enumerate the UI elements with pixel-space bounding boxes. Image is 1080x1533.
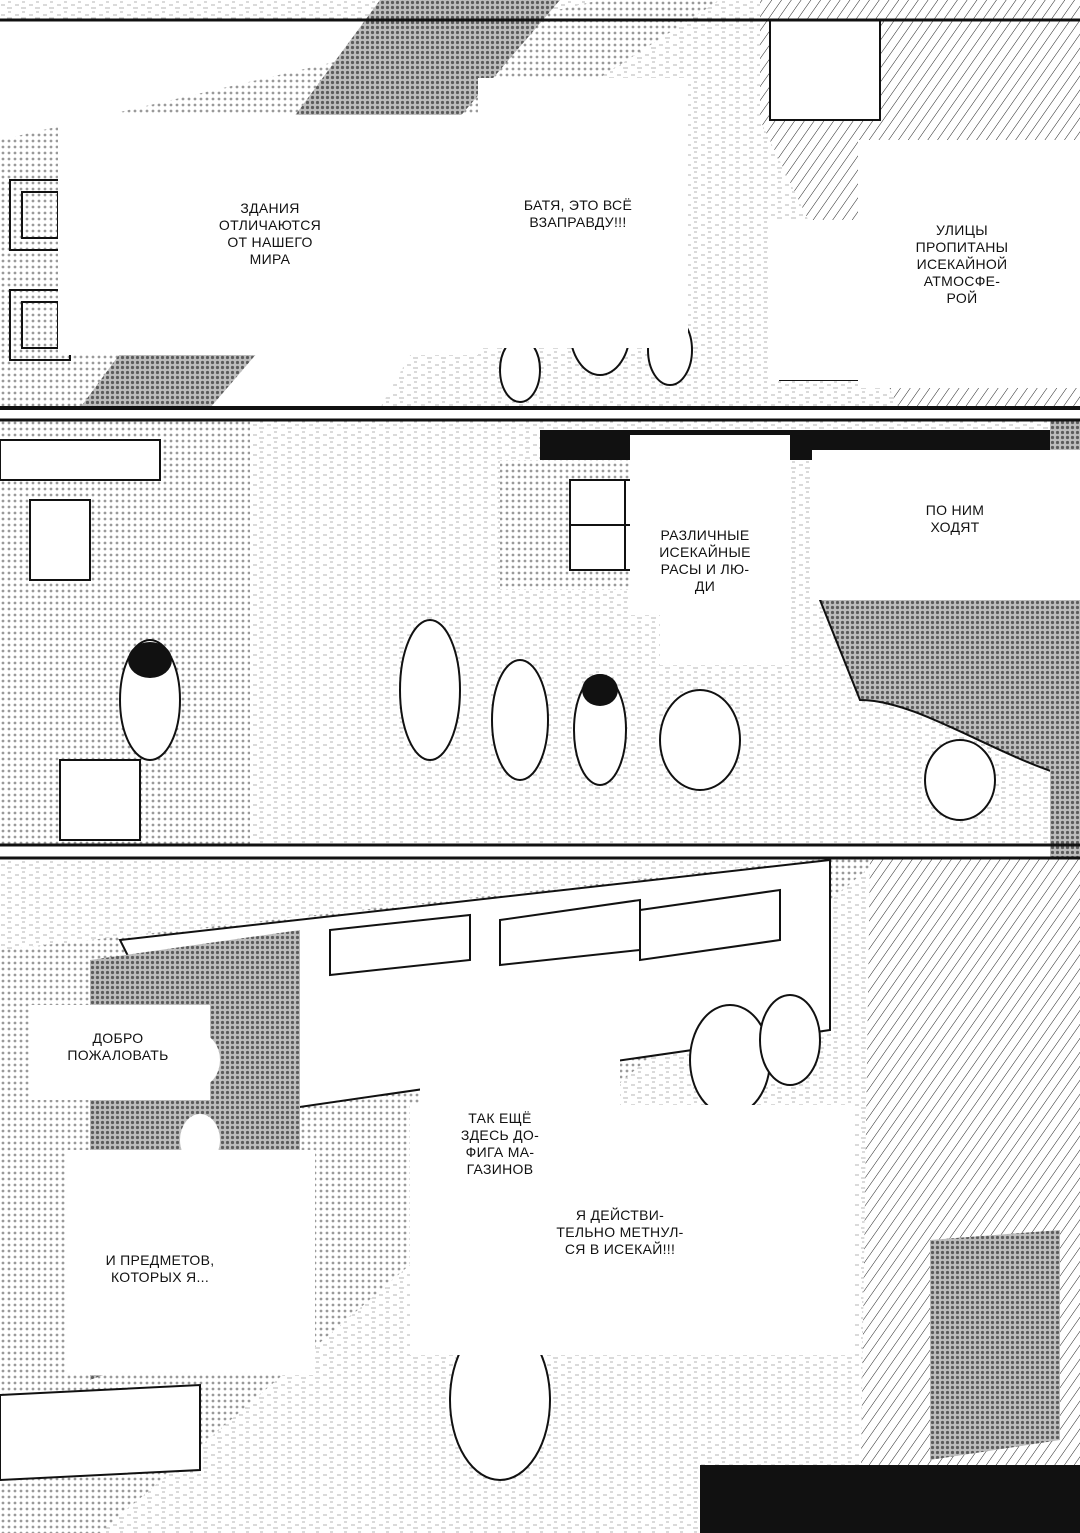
caption-streets-atmosphere: УЛИЦЫ ПРОПИТАНЫ ИСЕКАЙНОЙ АТМОСФЕ- РОЙ [915,222,1009,306]
caption-various-races: РАЗЛИЧНЫЕ ИСЕКАЙНЫЕ РАСЫ И ЛЮ- ДИ [659,527,751,594]
caption-dad-is-real: БАТЯ, ЭТО ВСЁ ВЗАПРАВДУ!!! [523,197,633,230]
caption-really-isekai: Я ДЕЙСТВИ- ТЕЛЬНО МЕТНУЛ- СЯ В ИСЕКАЙ!!! [556,1207,684,1257]
caption-buildings-differ: ЗДАНИЯ ОТЛИЧАЮТСЯ ОТ НАШЕГО МИРА [218,200,322,267]
caption-and-items: И ПРЕДМЕТОВ, КОТОРЫХ Я... [105,1252,215,1285]
caption-walking-around: ПО НИМ ХОДЯТ [925,502,985,535]
caption-boxes [30,78,1080,1375]
caption-many-shops: ТАК ЕЩЁ ЗДЕСЬ ДО- ФИГА МА- ГАЗИНОВ [460,1110,540,1177]
caption-welcome-sign: ДОБРО ПОЖАЛОВАТЬ [67,1030,169,1063]
